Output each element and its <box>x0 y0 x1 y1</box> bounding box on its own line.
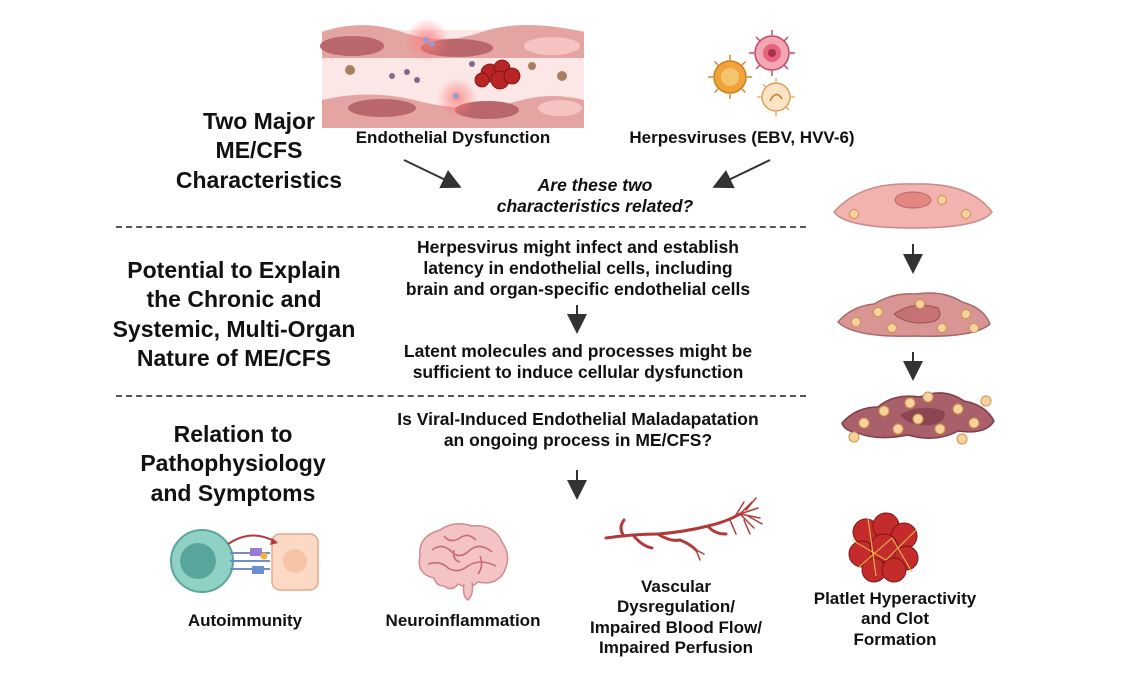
outcome-neuroinflammation: Neuroinflammation <box>360 611 566 631</box>
outcome-label: Impaired Perfusion <box>599 638 753 658</box>
arrow-right <box>712 159 771 189</box>
virus-orange <box>708 55 752 99</box>
heading-line: the Chronic and <box>146 286 322 313</box>
outcome-label: Impaired Blood Flow/ <box>590 617 762 637</box>
relation-question: Are these two characteristics related? <box>445 175 745 217</box>
herpesviruses-label: Herpesviruses (EBV, HVV-6) <box>629 128 855 147</box>
dysfunctional-cell <box>841 391 995 445</box>
ongoing-process-question: Is Viral-Induced Endothelial Maladapatat… <box>350 409 806 451</box>
potential-heading: Potential to Explain the Chronic and Sys… <box>96 256 372 374</box>
blood-vessel-icon <box>604 497 763 561</box>
heading-line: Characteristics <box>175 166 343 193</box>
outcome-label: Platlet Hyperactivity <box>813 589 977 608</box>
virus-light <box>757 78 795 116</box>
heading-line: Relation to <box>173 421 293 447</box>
section-divider <box>116 395 806 397</box>
latency-statement: Herpesvirus might infect and establish l… <box>368 237 788 300</box>
heading-line: Systemic, Multi-Organ <box>112 315 356 342</box>
question-line: characteristics related? <box>496 196 694 216</box>
statement-line: brain and organ-specific endothelial cel… <box>405 279 751 299</box>
herpesvirus-illustration <box>708 30 795 116</box>
outcome-vascular-dysregulation: Vascular Dysregulation/ Impaired Blood F… <box>566 577 786 659</box>
heading-line: Potential to Explain <box>127 257 341 283</box>
outcome-label: and Clot <box>861 609 929 629</box>
brain-icon <box>418 523 509 601</box>
outcome-label: Formation <box>853 629 937 649</box>
endothelial-dysfunction-label: Endothelial Dysfunction <box>355 128 551 147</box>
latently-infected-cell <box>836 292 991 337</box>
heading-line: Nature of ME/CFS <box>136 345 332 372</box>
statement-line: latency in endothelial cells, including <box>423 258 733 278</box>
statement-line: sufficient to induce cellular dysfunctio… <box>412 362 744 382</box>
question-line: an ongoing process in ME/CFS? <box>443 430 713 450</box>
healthy-endothelial-cell <box>833 183 993 229</box>
statement-line: Latent molecules and processes might be <box>403 341 753 361</box>
characteristics-heading: Two Major ME/CFS Characteristics <box>128 107 390 195</box>
outcome-label: Dysregulation/ <box>616 597 736 617</box>
arrow-left <box>403 159 462 189</box>
mini-clot <box>474 59 521 90</box>
heading-line: ME/CFS <box>215 137 303 164</box>
endothelial-vessel-illustration <box>320 18 584 128</box>
outcome-label: Autoimmunity <box>187 611 303 630</box>
virus-pink <box>749 30 795 76</box>
immune-synapse-icon <box>170 529 319 593</box>
heading-line: and Symptoms <box>150 479 316 506</box>
blood-clot-icon <box>848 512 919 583</box>
question-line: Are these two <box>537 175 653 195</box>
outcome-label: Neuroinflammation <box>385 611 541 630</box>
statement-line: Herpesvirus might infect and establish <box>417 237 739 257</box>
question-line: Is Viral-Induced Endothelial Maladapatat… <box>397 409 759 429</box>
outcome-platelet-hyperactivity: Platlet Hyperactivity and Clot Formation <box>786 589 1004 650</box>
section-divider <box>116 226 806 228</box>
outcome-autoimmunity: Autoimmunity <box>160 611 330 631</box>
heading-line: Two Major <box>202 108 315 134</box>
dysfunction-statement: Latent molecules and processes might be … <box>368 341 788 383</box>
outcome-label: Vascular <box>641 577 711 596</box>
heading-line: Pathophysiology <box>140 450 326 477</box>
relation-heading: Relation to Pathophysiology and Symptoms <box>120 420 346 508</box>
